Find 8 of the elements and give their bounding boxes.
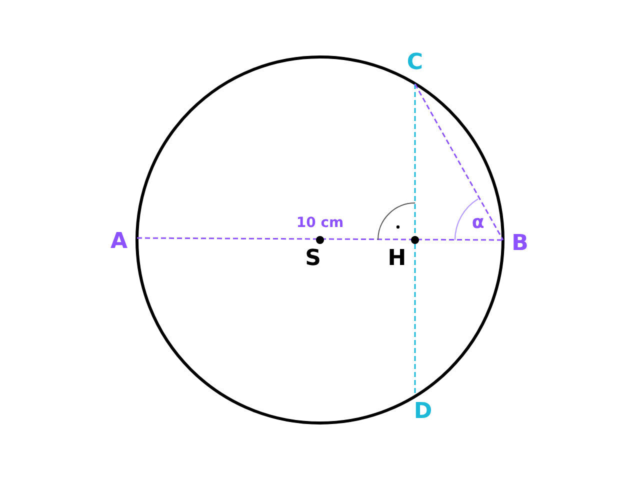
- point-label: S: [305, 248, 321, 270]
- point-label: B: [512, 233, 528, 255]
- length-label: 10 cm: [296, 216, 344, 230]
- point-label: C: [406, 52, 424, 74]
- point-label: A: [110, 231, 128, 253]
- point-label: H: [388, 248, 406, 270]
- angle-label: α: [472, 214, 484, 232]
- point-label: D: [414, 401, 432, 423]
